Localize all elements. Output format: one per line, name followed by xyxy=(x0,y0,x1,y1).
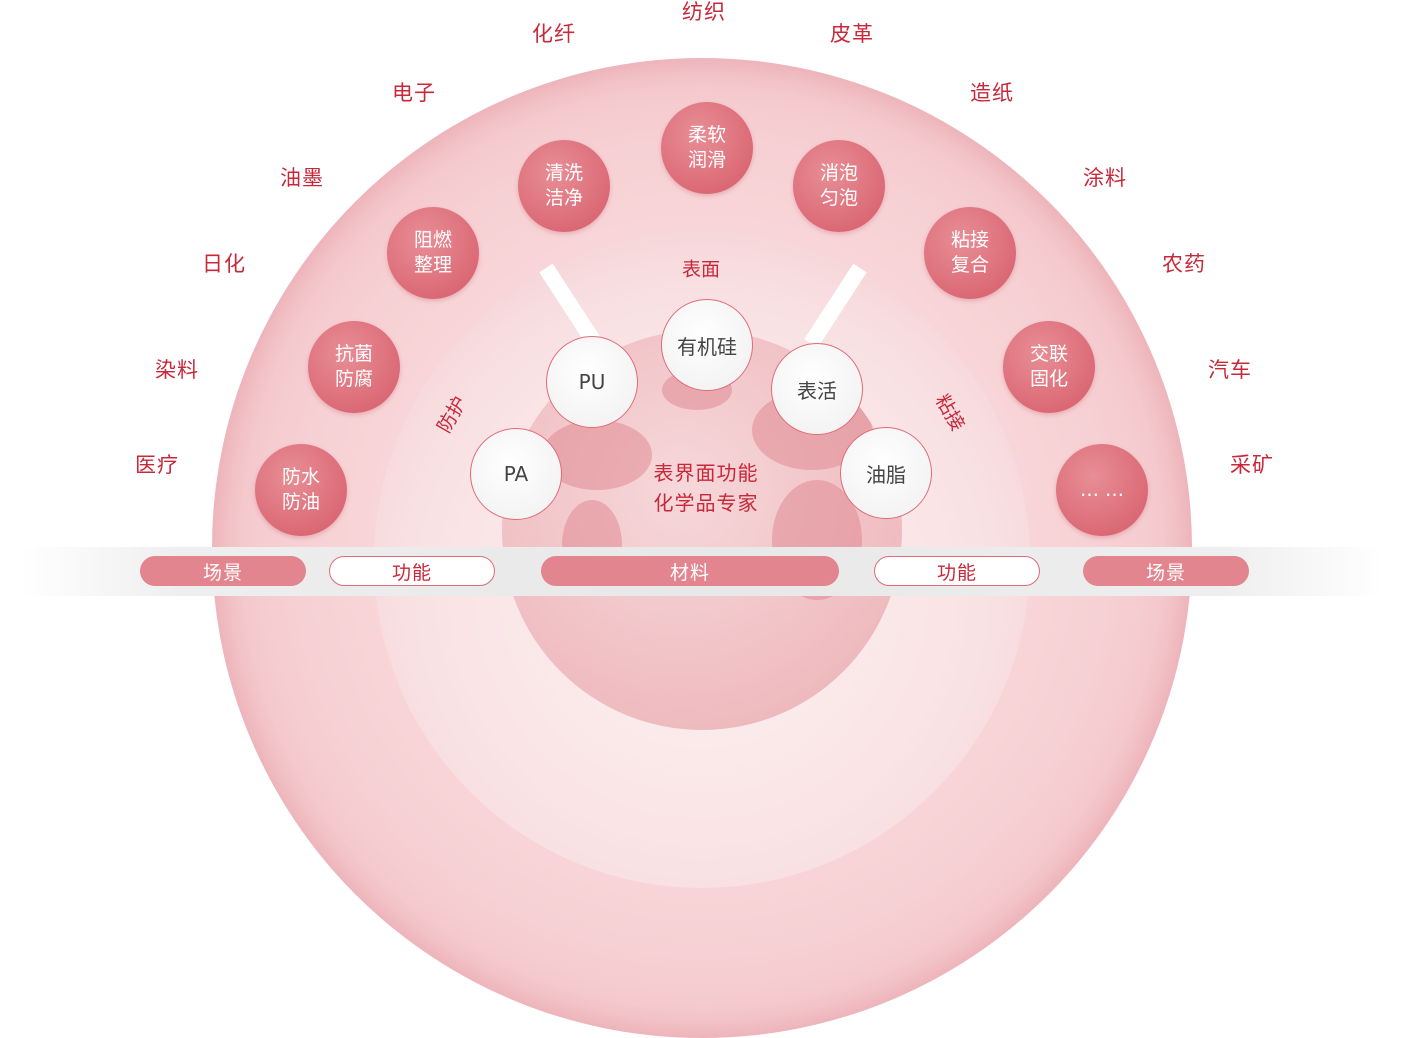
scenario-label: 皮革 xyxy=(830,22,874,46)
scenario-label: 医疗 xyxy=(135,453,179,477)
function-node: 柔软润滑 xyxy=(661,102,753,194)
function-node: 消泡匀泡 xyxy=(793,140,885,232)
material-node: PA xyxy=(470,428,562,520)
pill-function-left: 功能 xyxy=(329,556,495,586)
scenario-label: 纺织 xyxy=(682,0,726,24)
diagram-stage: 医疗 染料 日化 油墨 电子 化纤 纺织 皮革 造纸 涂料 农药 汽车 采矿 防… xyxy=(20,0,1385,1038)
scenario-label: 染料 xyxy=(155,358,199,382)
center-title: 表界面功能 化学品专家 xyxy=(654,458,759,518)
arc-label-surface: 表面 xyxy=(681,258,721,281)
function-node: 防水防油 xyxy=(255,444,347,536)
pill-scene-left: 场景 xyxy=(140,556,306,586)
scenario-label: 电子 xyxy=(392,81,436,105)
center-title-line2: 化学品专家 xyxy=(653,491,759,515)
function-node: 抗菌防腐 xyxy=(308,321,400,413)
pill-scene-right: 场景 xyxy=(1083,556,1249,586)
scenario-label: 日化 xyxy=(202,252,246,276)
scenario-label: 涂料 xyxy=(1083,166,1127,190)
scenario-label: 油墨 xyxy=(280,166,324,190)
function-node: 阻燃整理 xyxy=(387,207,479,299)
scenario-label: 造纸 xyxy=(970,81,1014,105)
material-node: 油脂 xyxy=(840,427,932,519)
material-node: 表活 xyxy=(771,343,863,435)
function-node: 粘接复合 xyxy=(924,207,1016,299)
center-title-line1: 表界面功能 xyxy=(653,461,759,485)
material-node: 有机硅 xyxy=(661,299,753,391)
function-node: 清洗洁净 xyxy=(518,140,610,232)
scenario-label: 化纤 xyxy=(532,22,576,46)
scenario-label: 汽车 xyxy=(1208,358,1252,382)
pill-function-right: 功能 xyxy=(874,556,1040,586)
function-node: 交联固化 xyxy=(1003,321,1095,413)
scenario-label: 采矿 xyxy=(1230,453,1274,477)
material-node: PU xyxy=(546,336,638,428)
function-node-more: … … xyxy=(1056,444,1148,536)
scenario-label: 农药 xyxy=(1162,252,1206,276)
pill-material: 材料 xyxy=(541,556,839,586)
